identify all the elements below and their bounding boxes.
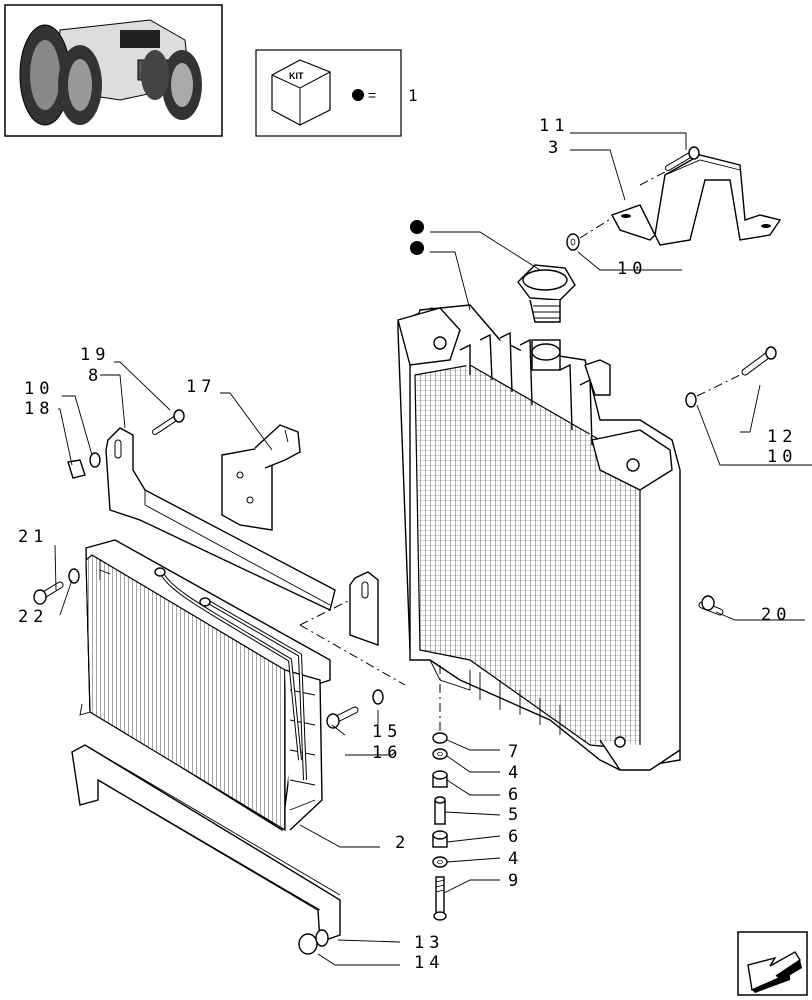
- callout-19[interactable]: 19: [80, 345, 110, 365]
- callout-4-upper[interactable]: 4: [508, 763, 523, 783]
- callout-5[interactable]: 5: [508, 805, 523, 825]
- leader-lines: [54, 132, 812, 966]
- kit-box-icon: [271, 59, 331, 126]
- kit-equals: =: [368, 87, 376, 103]
- tractor-thumbnail-icon[interactable]: [4, 4, 223, 137]
- callout-7[interactable]: 7: [508, 742, 523, 762]
- part-5-sleeve[interactable]: [434, 796, 446, 825]
- part-9-bolt[interactable]: [433, 876, 447, 921]
- callout-3[interactable]: 3: [548, 138, 563, 158]
- part-21-bolt[interactable]: [33, 581, 64, 605]
- callout-10-top[interactable]: 10: [617, 259, 647, 279]
- part-3-bracket[interactable]: [611, 154, 782, 246]
- kit-bullet-icon-1: [410, 220, 424, 234]
- part-14-nut[interactable]: [298, 929, 329, 955]
- part-10-washer-right[interactable]: [685, 392, 697, 408]
- callout-22[interactable]: 22: [18, 607, 48, 627]
- back-arrow-icon[interactable]: [737, 931, 808, 996]
- part-10-washer-left[interactable]: [89, 452, 101, 468]
- callout-6-upper[interactable]: 6: [508, 785, 523, 805]
- part-20-bolt[interactable]: [698, 595, 724, 616]
- part-12-bolt[interactable]: [741, 346, 777, 376]
- callout-8[interactable]: 8: [88, 366, 103, 386]
- callout-11[interactable]: 11: [539, 116, 569, 136]
- callout-18[interactable]: 18: [24, 399, 54, 419]
- callout-10-left[interactable]: 10: [24, 379, 54, 399]
- part-11-bolt[interactable]: [665, 146, 700, 171]
- part-8-bracket-end[interactable]: [349, 571, 379, 646]
- part-17-bracket[interactable]: [221, 424, 301, 531]
- part-13-bracket[interactable]: [71, 744, 341, 943]
- part-15-washer[interactable]: [372, 689, 384, 705]
- callout-14[interactable]: 14: [414, 953, 444, 973]
- part-16-bolt[interactable]: [326, 706, 359, 729]
- part-8-bracket[interactable]: [105, 427, 336, 611]
- kit-legend-box: KIT = 1: [255, 49, 418, 137]
- part-18-nut[interactable]: [67, 459, 86, 479]
- kit-label: KIT: [289, 71, 304, 81]
- callout-labels: 11 3 10 12 10 20 19 8 17 10 18 21 22 15 …: [18, 116, 797, 973]
- kit-bullet-icon-2: [410, 241, 424, 255]
- callout-15[interactable]: 15: [372, 722, 402, 742]
- kit-bullet-icon: [352, 89, 364, 101]
- part-6-bushing-lower[interactable]: [432, 830, 448, 848]
- callout-9[interactable]: 9: [508, 871, 523, 891]
- callout-12[interactable]: 12: [767, 427, 797, 447]
- callout-10-right[interactable]: 10: [767, 447, 797, 467]
- part-6-bushing-upper[interactable]: [432, 770, 448, 788]
- part-7-washer[interactable]: [432, 732, 448, 744]
- kit-count: 1: [408, 86, 418, 105]
- callout-4-lower[interactable]: 4: [508, 849, 523, 869]
- radiator-cap[interactable]: [517, 264, 576, 323]
- callout-2[interactable]: 2: [395, 833, 410, 853]
- callout-13[interactable]: 13: [414, 933, 444, 953]
- callout-21[interactable]: 21: [18, 527, 48, 547]
- callout-6-lower[interactable]: 6: [508, 827, 523, 847]
- callout-17[interactable]: 17: [186, 377, 216, 397]
- oil-cooler[interactable]: [79, 539, 331, 832]
- callout-20[interactable]: 20: [761, 605, 791, 625]
- callout-16[interactable]: 16: [372, 743, 402, 763]
- main-radiator[interactable]: [397, 304, 681, 771]
- part-19-bolt[interactable]: [152, 409, 185, 435]
- part-22-washer[interactable]: [68, 568, 80, 584]
